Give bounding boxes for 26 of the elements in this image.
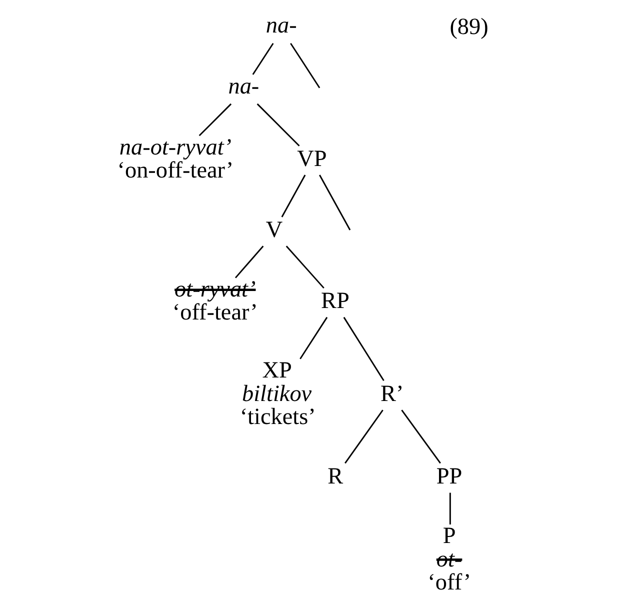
connector (290, 42, 320, 88)
connector (281, 174, 306, 218)
node-text: ot-ryvat’ ‘off-tear’ (172, 276, 258, 326)
connector (252, 42, 274, 75)
node-text: XP biltikov ‘tickets’ (240, 358, 316, 430)
node-text: na- (266, 12, 297, 38)
node-text: R (328, 464, 344, 490)
connector (234, 246, 264, 278)
connector (286, 246, 324, 289)
connector (319, 174, 351, 230)
node-text: RP (321, 288, 350, 314)
node-text: PP (436, 464, 462, 490)
node-text: VP (297, 146, 327, 172)
connector (300, 316, 328, 360)
node-text: P ot- ‘off’ (428, 523, 472, 596)
connector (256, 103, 300, 146)
label: (89) (450, 14, 488, 40)
connector (343, 316, 384, 382)
node-text: R’ (380, 380, 404, 407)
connector (401, 410, 441, 464)
connector (449, 492, 451, 524)
node-text: na- (228, 73, 260, 100)
node-text: V (266, 217, 283, 244)
connector (198, 103, 232, 136)
node-text: na-ot-ryvat’ ‘on-off-tear’ (117, 134, 234, 184)
connector (344, 410, 384, 464)
